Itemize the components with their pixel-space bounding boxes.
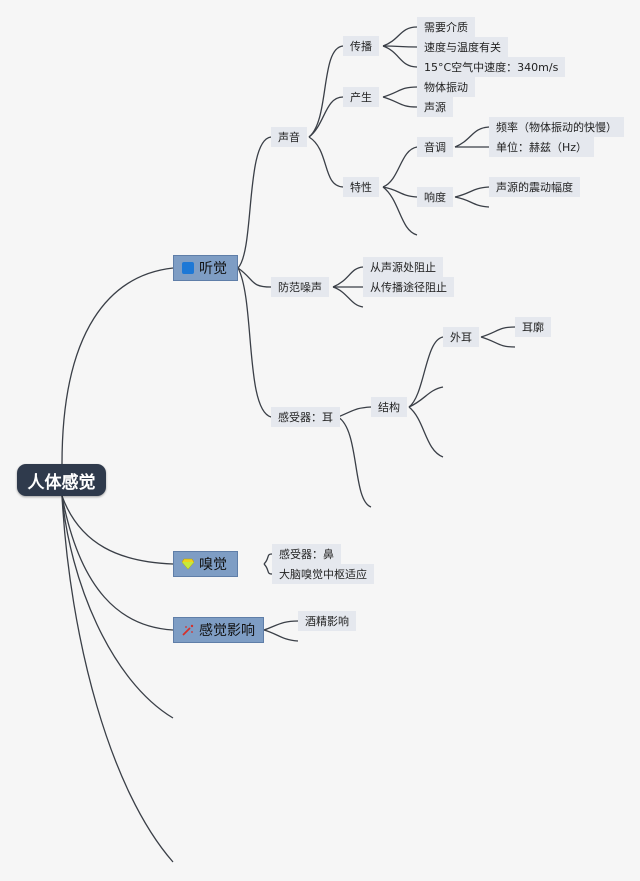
gem-icon	[182, 558, 194, 570]
node-sound[interactable]: 声音	[271, 127, 307, 147]
leaf-production-2[interactable]: 声源	[417, 97, 453, 117]
link-hearing-noise	[237, 267, 272, 288]
node-influence[interactable]: 感觉影响	[173, 617, 264, 643]
link-root-hearing	[61, 267, 174, 465]
node-outer-ear[interactable]: 外耳	[443, 327, 479, 347]
node-production[interactable]: 产生	[343, 87, 379, 107]
link-root-smell	[61, 495, 174, 565]
node-hearing[interactable]: 听觉	[173, 255, 238, 281]
node-noise[interactable]: 防范噪声	[271, 277, 329, 297]
link-sound-characteristics	[308, 136, 344, 188]
node-smell[interactable]: 嗅觉	[173, 551, 238, 577]
node-propagation[interactable]: 传播	[343, 36, 379, 56]
node-loudness[interactable]: 响度	[417, 187, 453, 207]
leaf-pitch-1[interactable]: 频率（物体振动的快慢）	[489, 117, 624, 137]
link-root-empty-1	[61, 495, 174, 719]
link-sound-production	[308, 96, 344, 138]
leaf-propagation-1[interactable]: 需要介质	[417, 17, 475, 37]
root-node[interactable]: 人体感觉	[17, 464, 106, 496]
sparkle-icon	[182, 624, 194, 636]
leaf-propagation-3[interactable]: 15°C空气中速度：340m/s	[417, 57, 566, 77]
leaf-noise-1[interactable]: 从声源处阻止	[363, 257, 443, 277]
link-hearing-sound	[237, 136, 272, 269]
leaf-smell-1[interactable]: 感受器：鼻	[272, 544, 341, 564]
leaf-noise-2[interactable]: 从传播途径阻止	[363, 277, 454, 297]
node-pitch[interactable]: 音调	[417, 137, 453, 157]
node-characteristics[interactable]: 特性	[343, 177, 379, 197]
leaf-smell-2[interactable]: 大脑嗅觉中枢适应	[272, 564, 374, 584]
link-sound-propagation	[308, 45, 344, 138]
link-root-influence	[61, 495, 174, 631]
blue-square-icon	[182, 262, 194, 274]
leaf-outer-ear-1[interactable]: 耳廓	[515, 317, 551, 337]
leaf-pitch-2[interactable]: 单位：赫兹（Hz）	[489, 137, 595, 157]
link-characteristics-empty	[382, 186, 418, 236]
node-receptor-ear[interactable]: 感受器：耳	[271, 407, 340, 427]
link-root-empty-2	[61, 495, 174, 863]
link-hearing-receptor	[237, 267, 272, 418]
leaf-production-1[interactable]: 物体振动	[417, 77, 475, 97]
leaf-influence-1[interactable]: 酒精影响	[298, 611, 356, 631]
node-smell-label: 嗅觉	[199, 557, 227, 573]
leaf-loudness-1[interactable]: 声源的震动幅度	[489, 177, 580, 197]
node-influence-label: 感觉影响	[199, 623, 255, 639]
leaf-propagation-2[interactable]: 速度与温度有关	[417, 37, 508, 57]
node-hearing-label: 听觉	[199, 261, 227, 277]
node-structure[interactable]: 结构	[371, 397, 407, 417]
